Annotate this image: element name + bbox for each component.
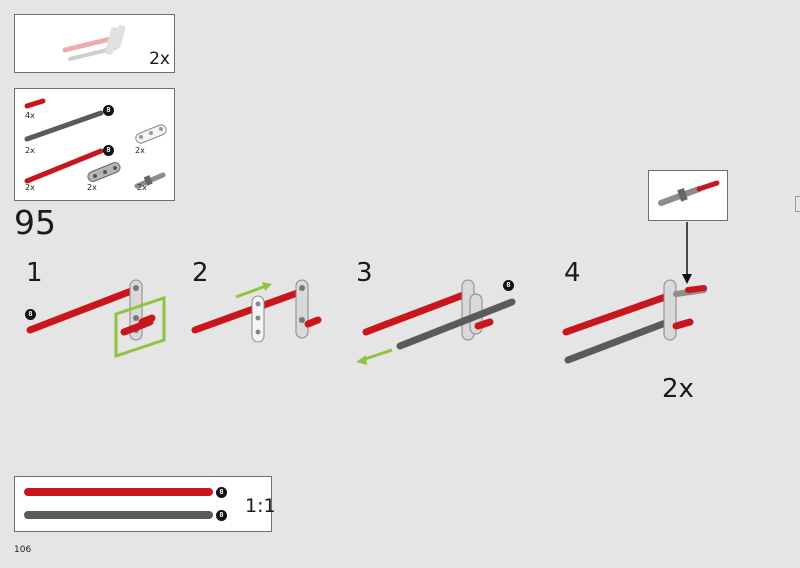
substep-3-number: 3 [356, 258, 373, 288]
page-number: 106 [14, 545, 32, 555]
scale-reference-illustration [24, 488, 213, 519]
part-count-white-beam: 2x [135, 146, 145, 155]
subassembly-callout [648, 170, 728, 221]
subassembly-callout-illustration [658, 180, 720, 206]
submodel-multiplier: 2x [149, 49, 170, 69]
substep-1-illustration [26, 279, 166, 359]
part-count-gray-beam: 2x [87, 183, 97, 192]
part-count-gray-pin: 2x [137, 183, 147, 192]
substep-2-illustration [191, 279, 322, 343]
substep-1-length-badge: 8 [25, 309, 36, 320]
part-count-gray-axle: 2x [25, 146, 35, 155]
scale-reference: 8 8 1:1 [14, 476, 276, 532]
parts-list: 4x 2x 2x 2x 2x 2x 8 8 [14, 88, 175, 201]
length-badge-gray-axle: 8 [103, 105, 114, 116]
part-count-red-axle: 2x [25, 183, 35, 192]
submodel-callout: 2x [14, 14, 175, 73]
part-count-red-pin: 4x [25, 111, 35, 120]
substep-2-number: 2 [192, 258, 209, 288]
step-4-multiplier: 2x [662, 374, 694, 404]
substep-4-illustration [562, 222, 707, 364]
length-badge-red-axle: 8 [103, 145, 114, 156]
step-number: 95 [14, 203, 56, 242]
scale-red-badge: 8 [216, 487, 227, 498]
substep-4-number: 4 [564, 258, 581, 288]
scale-gray-badge: 8 [216, 510, 227, 521]
parts-list-illustration [24, 98, 167, 189]
substep-3-illustration [356, 279, 516, 365]
substep-3-length-badge: 8 [503, 280, 514, 291]
submodel-illustration [62, 25, 126, 61]
substep-1-number: 1 [26, 258, 43, 288]
scale-label: 1:1 [245, 495, 276, 517]
page-edge-tab [795, 196, 800, 212]
